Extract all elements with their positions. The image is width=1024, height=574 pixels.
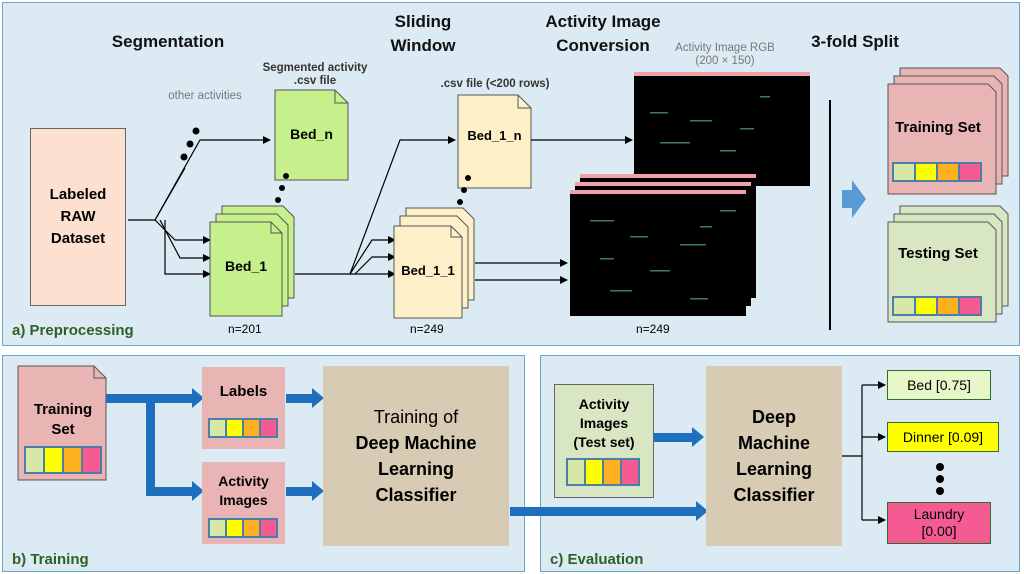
evaluation-classifier-label: Deep Machine Learning Classifier xyxy=(733,407,815,505)
dot xyxy=(275,197,281,203)
image-pixel-specks xyxy=(590,96,770,300)
arrow-to-bed-1-b xyxy=(159,219,211,262)
activity-image-1-stack xyxy=(570,174,756,316)
class-swatch xyxy=(82,447,101,473)
dot xyxy=(186,140,194,148)
class-swatch xyxy=(226,419,243,437)
class-swatch xyxy=(959,163,981,181)
class-swatch xyxy=(243,519,260,537)
class-swatch xyxy=(893,163,915,181)
output-dinner: Dinner [0.09] xyxy=(887,422,999,452)
dot xyxy=(465,175,471,181)
csv-file-label: .csv file (<200 rows) xyxy=(440,78,550,90)
class-swatch xyxy=(25,447,44,473)
windows-count: n=249 xyxy=(410,322,444,336)
class-swatch xyxy=(260,419,277,437)
segmented-csv-label: Segmented activity .csv file xyxy=(262,62,368,87)
class-swatch xyxy=(209,419,226,437)
dot xyxy=(936,463,944,471)
class-swatch xyxy=(63,447,82,473)
dot xyxy=(457,199,463,205)
testing-set-label: Testing Set xyxy=(898,245,978,262)
images-count: n=249 xyxy=(636,322,670,336)
test-images-label: Activity Images (Test set) xyxy=(573,396,635,450)
other-activities-label: other activities xyxy=(168,90,242,102)
class-swatch xyxy=(915,163,937,181)
training-classifier-line2: Deep Machine Learning Classifier xyxy=(355,433,477,505)
training-classifier-line1: Training of xyxy=(373,407,459,427)
output-bed-label: Bed [0.75] xyxy=(907,376,971,393)
labels-label: Labels xyxy=(219,383,268,400)
class-swatch xyxy=(915,297,937,315)
bed-n-label: Bed_n xyxy=(290,126,333,142)
output-bed: Bed [0.75] xyxy=(887,370,991,400)
activity-image-n xyxy=(634,72,810,186)
class-swatch xyxy=(209,519,226,537)
evaluation-output-lines xyxy=(842,381,886,524)
class-swatch xyxy=(603,459,621,485)
class-swatch xyxy=(585,459,603,485)
class-swatch xyxy=(621,459,639,485)
class-swatch xyxy=(893,297,915,315)
class-swatch xyxy=(937,297,959,315)
class-swatch xyxy=(959,297,981,315)
class-swatch xyxy=(937,163,959,181)
class-swatch xyxy=(243,419,260,437)
activity-image-size-label: Activity Image RGB (200 × 150) xyxy=(675,42,775,67)
arrow-to-bed-1-1-a xyxy=(349,236,396,275)
dot xyxy=(180,153,188,161)
segments-count: n=201 xyxy=(228,322,262,336)
dot xyxy=(192,127,200,135)
dot xyxy=(936,487,944,495)
arrow-to-bed-1-n xyxy=(295,136,456,275)
evaluation-classifier-box: Deep Machine Learning Classifier xyxy=(706,366,842,546)
raw-dataset-box: Labeled RAW Dataset xyxy=(30,128,126,306)
dot xyxy=(283,173,289,179)
testing-set-class-strip xyxy=(892,296,982,316)
raw-dataset-label: Labeled RAW Dataset xyxy=(49,186,107,247)
dot xyxy=(461,187,467,193)
bed-1-label: Bed_1 xyxy=(224,258,268,274)
training-panel-training-set-label: Training Set xyxy=(33,401,93,438)
class-swatch xyxy=(260,519,277,537)
split-arrow-icon xyxy=(842,180,866,218)
class-swatch xyxy=(567,459,585,485)
arrow-to-bed-1-1-b xyxy=(354,253,396,275)
preprocessing-panel-label: a) Preprocessing xyxy=(12,322,134,339)
training-classifier-box: Training of Deep Machine Learning Classi… xyxy=(323,366,509,546)
bed-1-n-label: Bed_1_n xyxy=(467,128,522,143)
bed-1-n-document xyxy=(457,94,532,189)
labels-class-strip xyxy=(208,418,278,438)
training-panel-label: b) Training xyxy=(12,551,89,568)
arrow-to-bed-1-a xyxy=(154,219,211,244)
class-swatch xyxy=(226,519,243,537)
training-panel-class-strip xyxy=(24,446,102,474)
sliding-window-heading: Sliding Window xyxy=(390,12,456,55)
class-swatch xyxy=(44,447,63,473)
arrow-to-bed-1-c xyxy=(164,220,211,278)
three-fold-split-heading: 3-fold Split xyxy=(811,32,899,51)
bed-1-document-stack xyxy=(209,205,295,317)
bed-1-1-label: Bed_1_1 xyxy=(401,263,455,278)
activity-image-conversion-heading: Activity Image Conversion xyxy=(545,12,661,55)
activity-images-label: Activity Images xyxy=(218,473,269,508)
output-dinner-label: Dinner [0.09] xyxy=(902,428,984,445)
output-laundry-label: Laundry [0.00] xyxy=(913,506,965,539)
evaluation-panel-label: c) Evaluation xyxy=(550,551,644,568)
test-images-class-strip xyxy=(566,458,640,486)
dot xyxy=(279,185,285,191)
training-set-label: Training Set xyxy=(895,119,981,136)
output-laundry: Laundry [0.00] xyxy=(887,502,991,544)
fan-line-other xyxy=(128,167,186,221)
arrow-to-bed-n xyxy=(154,136,271,221)
activity-images-class-strip xyxy=(208,518,278,538)
segmentation-heading: Segmentation xyxy=(111,32,225,51)
dot xyxy=(936,475,944,483)
bed-n-document xyxy=(274,89,349,181)
training-set-class-strip xyxy=(892,162,982,182)
bed-1-1-document-stack xyxy=(393,207,475,319)
training-arrows xyxy=(106,388,708,521)
